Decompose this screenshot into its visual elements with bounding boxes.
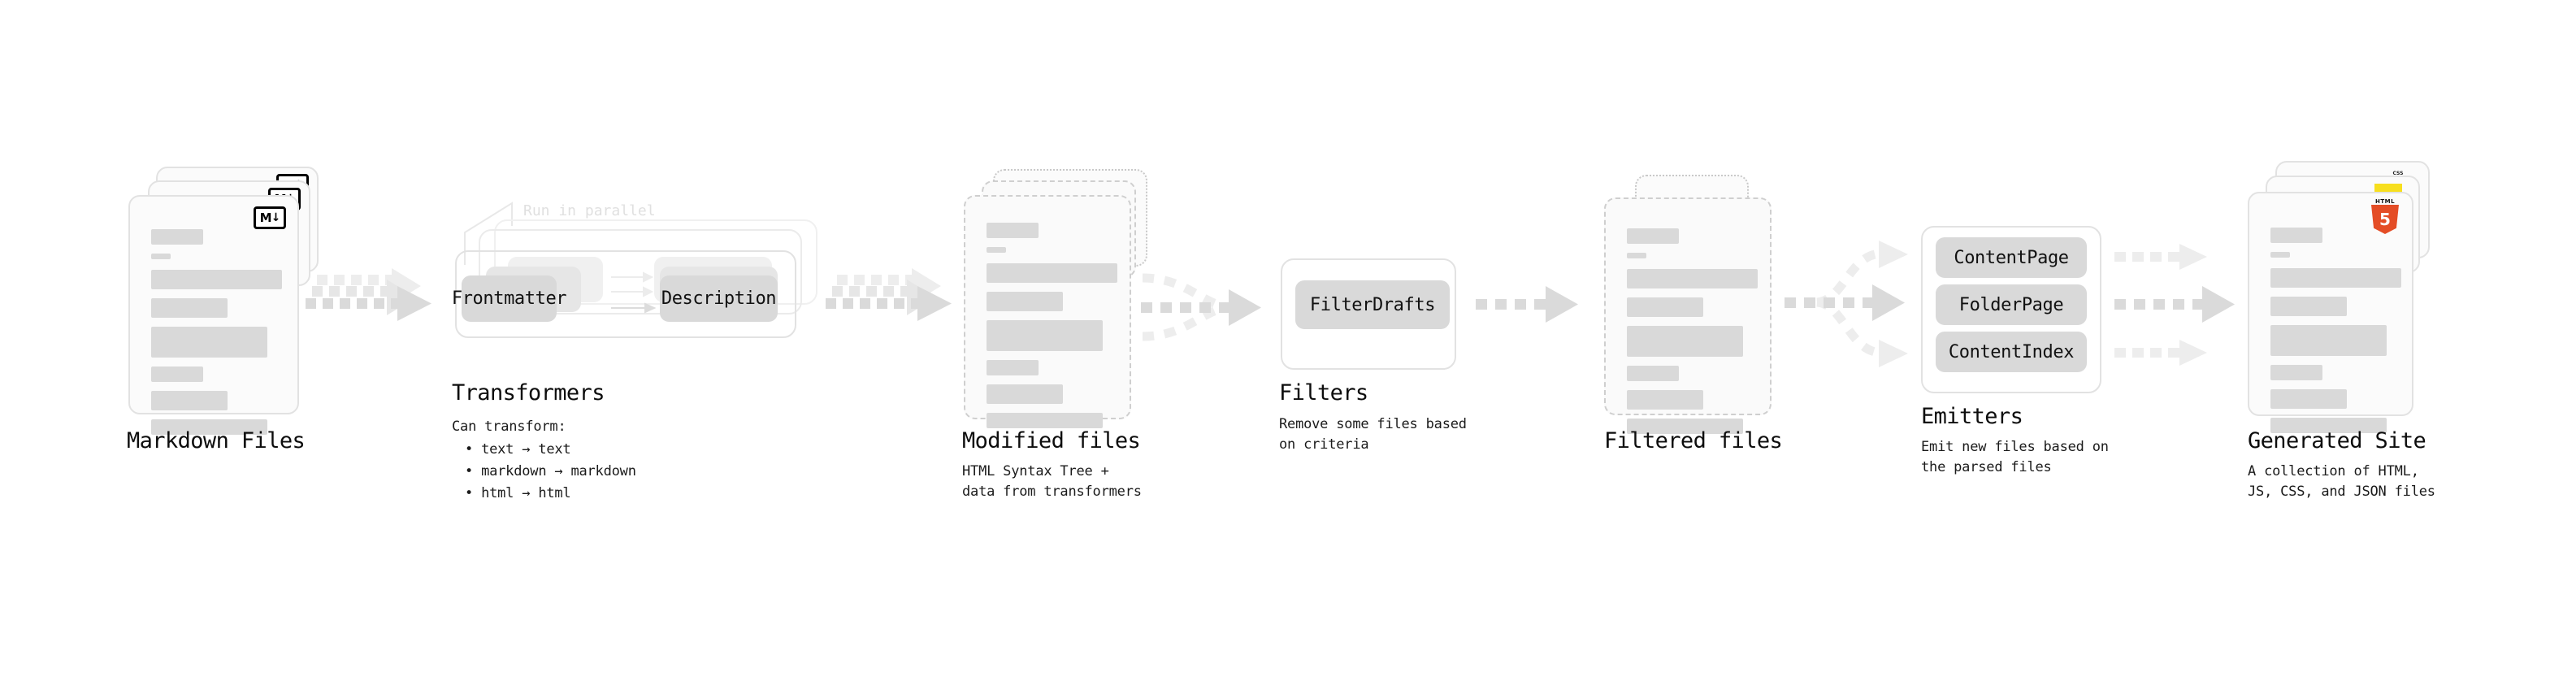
connector-transformers-to-modified: [826, 268, 952, 321]
skeleton-bars: [2270, 228, 2401, 442]
transformers-bullet-1: • markdown → markdown: [465, 463, 636, 479]
connector-filters-to-filtered: [1476, 286, 1578, 323]
emitter-node-folderpage[interactable]: FolderPage: [1936, 284, 2087, 325]
transformers-bullet-2: • html → html: [465, 485, 571, 501]
modified-file-front: [964, 195, 1131, 428]
transformers-group-back: [494, 219, 817, 305]
transformers-group-mid: [479, 229, 802, 314]
transformers-inner-arrows: [611, 271, 657, 314]
skeleton-bars: [987, 223, 1117, 437]
connector-filtered-to-emitters: [1785, 241, 1908, 367]
transformers-group-front: [455, 250, 796, 338]
stage-title-generated-site: Generated Site: [2248, 428, 2426, 453]
connector-modified-to-filters: [1141, 273, 1261, 341]
modified-files-subtitle: HTML Syntax Tree + data from transformer…: [962, 463, 1142, 500]
html5-icon: HTML: [2370, 198, 2400, 234]
transformer-node-description[interactable]: Description: [660, 275, 778, 322]
run-in-parallel-label: Run in parallel: [523, 202, 656, 219]
emitter-node-contentindex[interactable]: ContentIndex: [1936, 332, 2087, 372]
emitter-node-contentpage[interactable]: ContentPage: [1936, 237, 2087, 278]
filters-group: [1281, 258, 1456, 370]
stage-title-filtered-files: Filtered files: [1604, 428, 1783, 453]
filtered-file-front: [1604, 197, 1772, 434]
skeleton-bars: [1627, 228, 1758, 443]
stage-title-modified-files: Modified files: [962, 428, 1141, 453]
stage-title-transformers: Transformers: [452, 380, 605, 406]
emitters-group: [1921, 226, 2101, 393]
stage-title-filters: Filters: [1279, 380, 1368, 406]
stage-title-emitters: Emitters: [1921, 404, 2023, 429]
connector-emitters-to-site: [2114, 244, 2235, 366]
skeleton-bars: [151, 229, 282, 444]
filters-subtitle: Remove some files based on criteria: [1279, 416, 1467, 453]
generated-file-html: HTML: [2248, 192, 2413, 433]
run-in-parallel-bracket: [464, 202, 513, 265]
markdown-file-front: M↓: [128, 195, 299, 435]
markdown-icon: M↓: [254, 206, 286, 229]
filter-node-filterdrafts[interactable]: FilterDrafts: [1295, 280, 1450, 329]
transformers-subtitle: Can transform:: [452, 419, 566, 435]
connector-markdown-to-transformers: [306, 268, 432, 321]
transformer-node-frontmatter[interactable]: Frontmatter: [452, 275, 567, 322]
emitters-subtitle: Emit new files based on the parsed files: [1921, 439, 2109, 475]
generated-site-subtitle: A collection of HTML, JS, CSS, and JSON …: [2248, 463, 2435, 500]
stage-title-markdown-files: Markdown Files: [127, 428, 306, 453]
transformers-bullet-0: • text → text: [465, 441, 571, 458]
